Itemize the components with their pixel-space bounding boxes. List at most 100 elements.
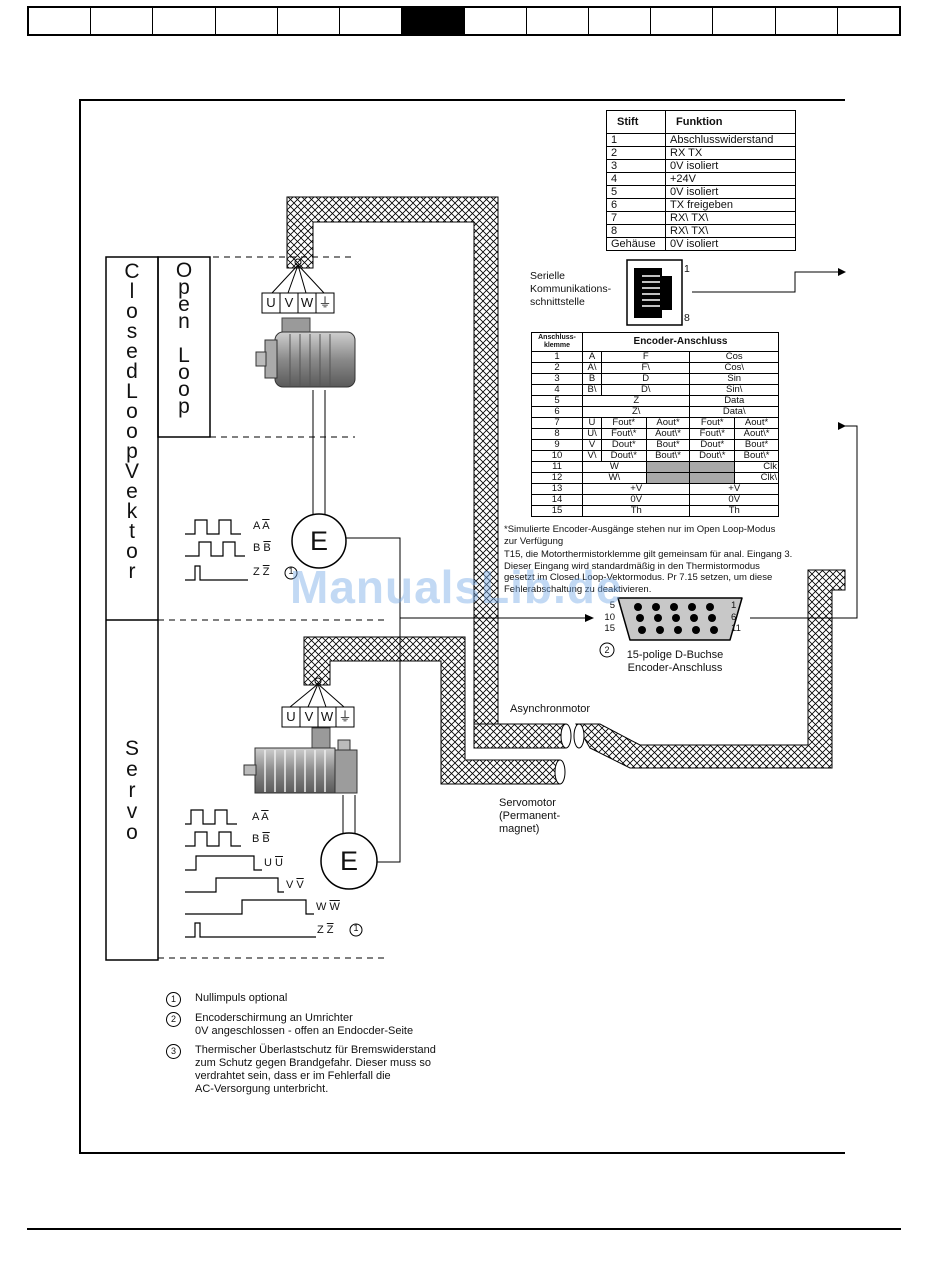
dsub-pin-label: 5	[609, 600, 615, 611]
encoder-signal-cell: Bout\*	[645, 450, 691, 462]
encoder-e-async: E	[309, 526, 328, 556]
dsub-left-labels: 5 10 15	[601, 600, 615, 635]
dsub-pin-label: 11	[731, 623, 741, 634]
chapter-tab[interactable]	[216, 8, 278, 34]
encoder-signal-cell: Sin\	[689, 384, 779, 396]
pin-table-row: 4+24V	[606, 172, 796, 186]
encoder-table-row: 13+V+V	[531, 483, 779, 495]
signal-name: W	[316, 901, 327, 913]
dsub-caption-line: 15-polige D-Buchse	[626, 649, 724, 661]
note-line: *Simulierte Encoder-Ausgänge stehen nur …	[504, 524, 776, 535]
encoder-wiring	[346, 537, 585, 863]
servo-label-line: Servomotor	[499, 797, 556, 809]
encoder-terminal-number: 6	[531, 406, 583, 418]
encoder-terminal-number: 2	[531, 362, 583, 374]
encoder-signal-cell: Clk	[734, 461, 779, 473]
cable-shield-async	[286, 196, 567, 749]
encoder-signal-cell: U\	[582, 428, 602, 440]
encoder-signal-cell: Fout*	[689, 417, 736, 429]
chapter-tab[interactable]	[776, 8, 838, 34]
signal-label: W W	[316, 901, 340, 913]
encoder-shaded-cell	[645, 472, 691, 484]
rj45-pin-8-label: 8	[684, 312, 690, 324]
encoder-signal-cell: 0V	[581, 494, 691, 506]
encoder-signal-cell: F	[600, 351, 691, 363]
encoder-shaded-cell	[689, 461, 736, 473]
encoder-symbol-servo	[320, 832, 378, 890]
motor-terminal-label: W	[300, 295, 314, 310]
serial-port-label: Serielle Kommunikations- schnittstelle	[530, 270, 611, 309]
cable-shield-servo	[303, 636, 561, 785]
encoder-signal-cell: Bout*	[645, 439, 691, 451]
encoder-signal-cell: Bout\*	[734, 450, 779, 462]
encoder-signal-cell: V	[582, 439, 602, 451]
encoder-terminal-number: 14	[531, 494, 583, 506]
encoder-signal-cell: B\	[582, 384, 602, 396]
motor-terminal-label: ⏚	[338, 709, 352, 724]
encoder-signal-cell: D	[600, 373, 691, 385]
encoder-signal-cell: Cos	[689, 351, 779, 363]
open-loop-text: O p e n L o o p	[175, 259, 193, 418]
dsub-pin-label: 1	[731, 600, 737, 611]
dsub-right-labels: 1 6 11	[731, 600, 741, 635]
encoder-terminal-number: 13	[531, 483, 583, 495]
chapter-tab[interactable]	[340, 8, 403, 34]
encoder-signal-cell: Z	[581, 395, 691, 407]
signal-name: U	[264, 857, 272, 869]
encoder-signal-cell: Data\	[689, 406, 779, 418]
cable-end	[573, 723, 585, 749]
signal-name: V	[286, 879, 294, 891]
chapter-tab[interactable]	[29, 8, 92, 34]
chapter-tab-active[interactable]	[402, 8, 465, 34]
pin-table-header-pin: Stift	[606, 110, 666, 134]
footer-rule	[27, 1228, 901, 1230]
legend-text: Thermischer Überlastschutz für Bremswide…	[195, 1044, 436, 1096]
encoder-terminal-number: 15	[531, 505, 583, 517]
encoder-terminal-number: 3	[531, 373, 583, 385]
chapter-tab[interactable]	[589, 8, 652, 34]
open-loop-box	[157, 256, 211, 438]
encoder-notes: *Simulierte Encoder-Ausgänge stehen nur …	[504, 524, 804, 595]
legend-line: Thermischer Überlastschutz für Bremswide…	[195, 1044, 436, 1056]
dsub15-connector-icon	[599, 597, 743, 658]
waveforms-servo	[185, 809, 316, 938]
chapter-tab[interactable]	[651, 8, 714, 34]
signal-label: U U	[264, 857, 283, 869]
closed-loop-vektor-text: C l o s e d L o o p V e k t o r	[124, 260, 140, 583]
encoder-signal-cell: Aout\*	[734, 428, 779, 440]
pin-number: 8	[606, 224, 666, 238]
pin-function: RX\ TX\	[665, 224, 796, 238]
pin-number: 1	[606, 133, 666, 147]
signal-name: Z	[317, 924, 324, 936]
signal-inverted: Z	[326, 924, 334, 936]
async-motor-image	[255, 317, 356, 388]
motor-terminal-label: V	[304, 709, 314, 724]
encoder-terminal-number: 1	[531, 351, 583, 363]
closed-loop-vektor-label: C l o s e d L o o p V e k t o r	[122, 260, 142, 583]
encoder-signal-cell: A	[582, 351, 602, 363]
encoder-signal-cell: B	[582, 373, 602, 385]
chapter-tab[interactable]	[465, 8, 527, 34]
chapter-tab[interactable]	[91, 8, 154, 34]
servo-motor-label: Servomotor (Permanent- magnet)	[499, 797, 560, 836]
chapter-tab[interactable]	[527, 8, 589, 34]
signal-inverted: A	[262, 520, 270, 532]
chapter-tab[interactable]	[153, 8, 216, 34]
chapter-tab[interactable]	[713, 8, 776, 34]
motor-terminal-label: V	[284, 295, 294, 310]
pin-function: TX freigeben	[665, 198, 796, 212]
chapter-tab[interactable]	[278, 8, 341, 34]
async-motor-terminals	[261, 258, 335, 314]
